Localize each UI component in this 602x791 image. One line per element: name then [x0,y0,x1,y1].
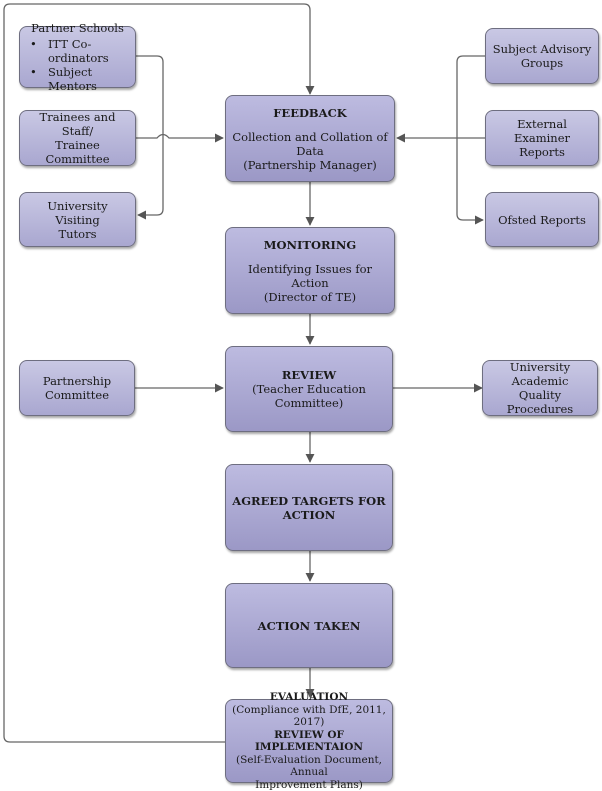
quality-procedures-box: University Academic Quality Procedures [482,360,598,416]
targets-line1: AGREED TARGETS FOR [232,494,385,508]
external-examiner-box: External Examiner Reports [485,110,599,166]
trainees-line2: Trainee Committee [24,138,131,166]
evaluation-line2: (Self-Evaluation Document, Annual [230,754,388,779]
evaluation-box: EVALUATION (Compliance with DfE, 2011, 2… [225,699,393,783]
action-box: ACTION TAKEN [225,583,393,668]
evaluation-line1: (Compliance with DfE, 2011, 2017) [230,704,388,729]
ofsted-box: Ofsted Reports [485,192,599,247]
trainees-to-feedback-arrow [136,135,223,139]
visiting-tutors-line1: University Visiting [24,199,131,227]
feedback-box: FEEDBACK Collection and Collation of Dat… [225,95,395,182]
partner-schools-list: ITT Co-ordinators Subject Mentors [24,37,131,93]
review-line1: (Teacher Education Committee) [230,382,388,410]
monitoring-line2: (Director of TE) [264,290,356,304]
evaluation-title: EVALUATION [270,691,348,704]
feedback-line1: Collection and Collation of Data [230,130,390,158]
targets-box: AGREED TARGETS FOR ACTION [225,464,393,551]
partnership-committee-line1: Partnership [43,374,111,388]
visiting-tutors-box: University Visiting Tutors [19,192,136,247]
list-item: ITT Co-ordinators [40,37,131,65]
subject-advisory-box: Subject Advisory Groups [485,28,599,84]
action-title: ACTION TAKEN [258,619,361,633]
monitoring-title: MONITORING [264,238,356,252]
external-examiner-line2: Reports [519,145,565,159]
review-box: REVIEW (Teacher Education Committee) [225,346,393,432]
trainees-line1: Trainees and Staff/ [24,110,131,138]
monitoring-line1: Identifying Issues for Action [230,262,390,290]
ofsted-label: Ofsted Reports [498,213,586,227]
visiting-tutors-line2: Tutors [58,227,96,241]
partnership-committee-line2: Committee [45,388,109,402]
partner-schools-box: Partner Schools ITT Co-ordinators Subjec… [19,26,136,88]
list-item: Subject Mentors [40,65,131,93]
partnership-committee-box: Partnership Committee [19,360,135,416]
subject-advisory-line1: Subject Advisory [493,42,591,56]
quality-procedures-line1: University Academic [487,360,593,388]
evaluation-line3: Improvement Plans) [255,779,363,791]
evaluation-title2: REVIEW OF IMPLEMENTAION [230,729,388,754]
monitoring-box: MONITORING Identifying Issues for Action… [225,227,395,314]
trainees-box: Trainees and Staff/ Trainee Committee [19,110,136,166]
targets-line2: ACTION [283,508,336,522]
review-title: REVIEW [282,368,336,382]
external-examiner-line1: External Examiner [490,117,594,145]
feedback-line2: (Partnership Manager) [243,158,376,172]
subject-advisory-line2: Groups [521,56,563,70]
partner-schools-title: Partner Schools [31,21,124,35]
quality-procedures-line2: Quality Procedures [487,388,593,416]
feedback-title: FEEDBACK [273,106,346,120]
